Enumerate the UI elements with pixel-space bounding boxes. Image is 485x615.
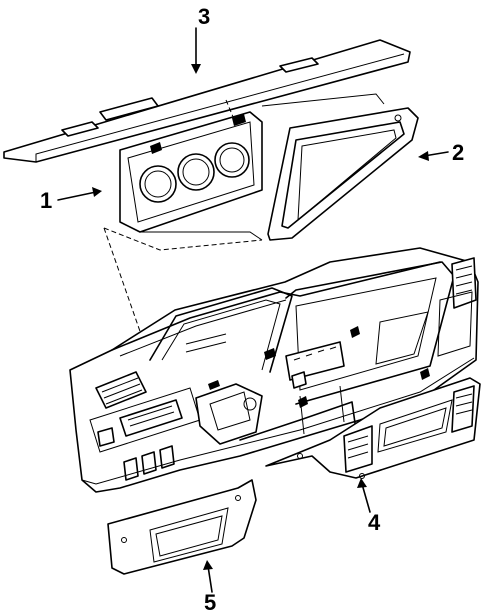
leader-arrows	[57, 27, 449, 593]
part-2-right-bezel	[267, 107, 419, 241]
callout-2: 2	[452, 140, 464, 165]
part-4-lower-trim	[265, 377, 481, 479]
callout-4: 4	[368, 510, 381, 535]
callout-5: 5	[204, 590, 216, 615]
callout-3: 3	[198, 4, 210, 29]
part-1-cluster-bezel	[119, 111, 263, 233]
part-3-dash-pad	[3, 39, 411, 163]
main-instrument-panel	[69, 247, 479, 493]
part-5-lower-left-bezel	[107, 479, 257, 575]
callout-1: 1	[40, 188, 52, 213]
